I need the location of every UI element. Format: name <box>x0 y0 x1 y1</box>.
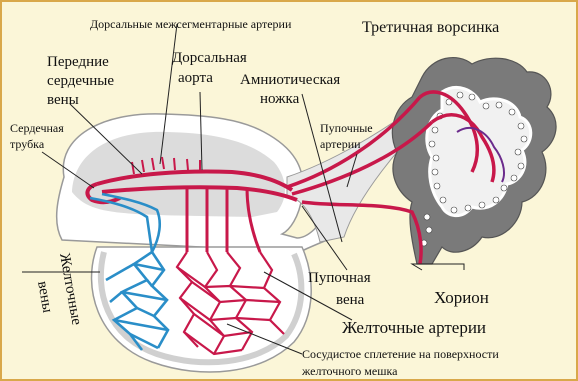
label-amniotic-stalk-2: ножка <box>260 91 300 107</box>
label-anterior-cardinal-veins-3: вены <box>47 92 79 108</box>
label-dorsal-aorta-1: Дорсальная <box>172 50 247 66</box>
label-heart-tube-1: Сердечная <box>10 121 64 135</box>
label-vitelline-veins-2: вены <box>34 280 55 314</box>
label-tertiary-villus: Третичная ворсинка <box>362 19 499 36</box>
label-yolk-plexus-1: Сосудистое сплетение на поверхности <box>302 347 499 361</box>
label-vitelline-arteries: Желточные артерии <box>342 318 486 337</box>
label-yolk-plexus-2: желточного мешка <box>301 364 398 378</box>
label-vitelline-veins-1: Желточные <box>56 252 84 327</box>
label-chorion: Хорион <box>434 288 489 307</box>
label-umbilical-arteries-1: Пупочные <box>320 121 373 135</box>
label-anterior-cardinal-veins-1: Передние <box>47 54 109 70</box>
label-umbilical-arteries-2: артерии <box>320 137 361 151</box>
label-umbilical-vein-2: вена <box>336 292 365 308</box>
label-anterior-cardinal-veins-2: сердечные <box>47 73 114 89</box>
label-dorsal-intersegmental-arteries: Дорсальные межсегментарные артерии <box>90 17 292 31</box>
label-heart-tube-2: трубка <box>10 137 45 151</box>
yolk-sac <box>92 247 312 372</box>
label-amniotic-stalk-1: Амниотическая <box>240 72 340 88</box>
label-umbilical-vein-1: Пупочная <box>308 270 371 286</box>
label-dorsal-aorta-2: аорта <box>178 70 213 86</box>
